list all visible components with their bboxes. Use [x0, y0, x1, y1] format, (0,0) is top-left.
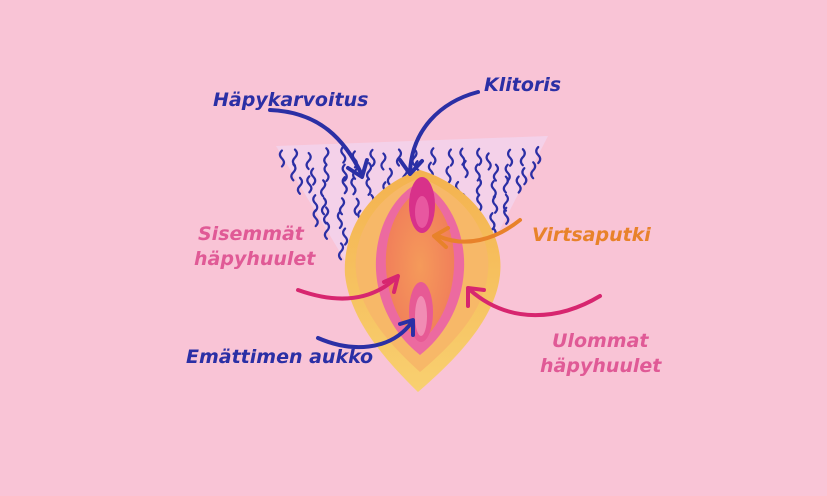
hair-stroke — [489, 212, 496, 231]
hair-stroke — [380, 152, 387, 171]
hair-stroke — [312, 194, 319, 213]
label-vaginal-opening: Emättimen aukko — [186, 346, 374, 368]
hair-stroke — [503, 206, 510, 225]
hair-stroke — [521, 167, 528, 186]
hair-stroke — [485, 152, 492, 171]
hair-stroke — [290, 163, 297, 182]
hair-stroke — [502, 175, 509, 194]
hair-stroke — [296, 176, 304, 195]
arrow-vaginal-opening — [316, 318, 415, 349]
hair-stroke — [310, 167, 317, 186]
hair-stroke — [365, 177, 372, 196]
hair-stroke — [323, 147, 330, 166]
hair-stroke — [445, 165, 452, 184]
hair-stroke — [320, 197, 328, 216]
hair-stroke — [395, 148, 403, 167]
hair-stroke — [353, 197, 360, 216]
hair-stroke — [386, 167, 393, 186]
hair-stroke — [519, 148, 526, 167]
inner-labia-shape — [375, 182, 465, 355]
hair-stroke — [278, 149, 286, 168]
hair-stroke — [342, 227, 349, 246]
hair-stroke — [447, 148, 454, 167]
label-outer-labia-line2: häpyhuulet — [540, 355, 662, 377]
label-inner-labia-line2: häpyhuulet — [194, 248, 316, 270]
hair-stroke — [490, 180, 497, 199]
hair-stroke — [506, 148, 514, 167]
hair-stroke — [305, 151, 312, 171]
label-clitoris: Klitoris — [484, 74, 562, 96]
label-pubic-hair: Häpykarvoitus — [213, 89, 369, 111]
hair-stroke — [476, 147, 483, 166]
hair-stroke — [504, 163, 511, 182]
hair-stroke — [411, 148, 418, 167]
hair-stroke — [320, 179, 327, 198]
hair-stroke — [462, 159, 469, 179]
hair-stroke — [365, 162, 373, 181]
hair-stroke — [350, 177, 357, 196]
hair-stroke — [491, 195, 499, 214]
hair-stroke — [323, 163, 330, 183]
arrow-pubic-hair — [268, 108, 369, 179]
hair-stroke — [430, 147, 437, 166]
hair-stroke — [535, 145, 542, 165]
label-outer-labia-line1: Ulommat — [552, 330, 649, 352]
hair-stroke — [336, 210, 343, 230]
hair-stroke — [475, 177, 483, 196]
arrow-urethra — [432, 218, 522, 249]
hair-stroke — [323, 206, 330, 225]
hair-stroke — [476, 193, 483, 213]
hair-stroke — [515, 175, 522, 194]
hair-stroke — [530, 161, 537, 180]
hair-stroke — [337, 242, 345, 261]
hair-stroke — [341, 176, 348, 195]
hair-stroke — [323, 221, 331, 240]
hair-stroke — [369, 148, 376, 167]
arrow-inner-labia — [296, 274, 400, 301]
label-inner-labia-line1: Sisemmät — [198, 223, 304, 245]
hair-stroke — [312, 209, 319, 228]
arrow-outer-labia — [466, 286, 602, 318]
hair-stroke — [340, 145, 347, 164]
hair-stroke — [341, 163, 348, 182]
hair-stroke — [492, 163, 500, 182]
arrow-clitoris — [398, 90, 480, 176]
label-urethra: Virtsaputki — [532, 224, 651, 246]
hair-stroke — [306, 175, 313, 194]
clitoris-shape — [409, 177, 435, 233]
